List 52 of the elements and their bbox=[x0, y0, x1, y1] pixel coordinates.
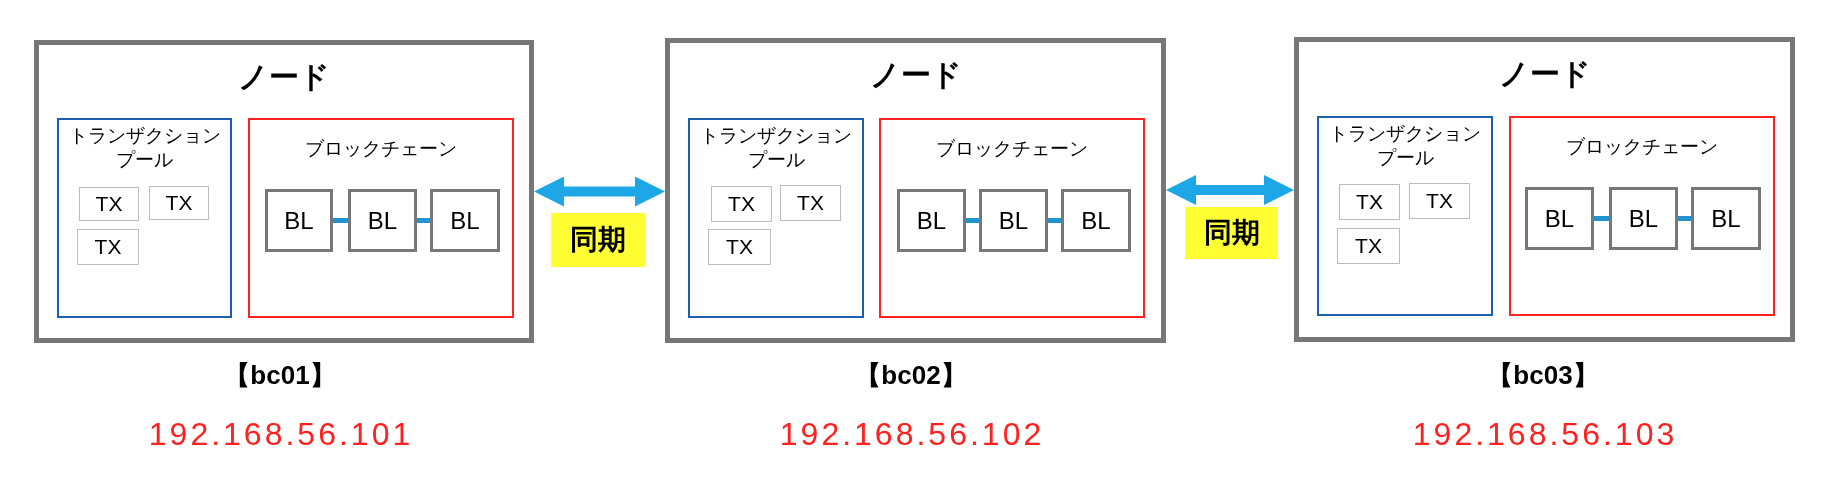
blockchain-box bbox=[1509, 116, 1775, 316]
ip-address: 192.168.56.102 bbox=[779, 414, 1045, 454]
transaction-box: TX bbox=[1409, 183, 1470, 219]
transaction-pool-box bbox=[57, 118, 232, 318]
double-arrow bbox=[1166, 175, 1294, 205]
connector-line bbox=[333, 218, 348, 223]
edge-label: 同期 bbox=[551, 213, 645, 267]
transaction-box: TX bbox=[1339, 184, 1400, 220]
block-box: BL bbox=[979, 189, 1048, 252]
pool-title: トランザクションプール bbox=[67, 124, 222, 172]
block-box: BL bbox=[1061, 189, 1131, 252]
block-box: BL bbox=[348, 189, 417, 252]
pool-title: トランザクションプール bbox=[1328, 122, 1482, 170]
block-box: BL bbox=[265, 189, 333, 252]
node-box bbox=[1294, 37, 1795, 342]
blockchain-title: ブロックチェーン bbox=[305, 137, 457, 161]
double-arrow bbox=[534, 176, 665, 207]
node-title: ノード bbox=[869, 57, 962, 93]
transaction-box: TX bbox=[780, 185, 841, 221]
ip-address: 192.168.56.101 bbox=[148, 414, 414, 454]
blockchain-box bbox=[879, 118, 1145, 318]
node-name-label: 【bc01】 bbox=[224, 360, 336, 392]
blockchain-title: ブロックチェーン bbox=[1566, 135, 1718, 159]
node-box bbox=[34, 40, 534, 343]
connector-line bbox=[417, 218, 430, 223]
node-box bbox=[665, 38, 1166, 343]
node-title: ノード bbox=[1498, 56, 1591, 92]
connector-line bbox=[1048, 218, 1061, 223]
blockchain-box bbox=[248, 118, 514, 318]
block-box: BL bbox=[1525, 187, 1594, 250]
connector-line bbox=[1678, 216, 1691, 221]
connector-line bbox=[966, 218, 979, 223]
node-name-label: 【bc03】 bbox=[1487, 360, 1599, 392]
connector-line bbox=[1594, 216, 1609, 221]
ip-address: 192.168.56.103 bbox=[1412, 414, 1678, 454]
block-box: BL bbox=[430, 189, 500, 252]
transaction-box: TX bbox=[149, 186, 209, 220]
transaction-box: TX bbox=[77, 229, 139, 265]
transaction-pool-box bbox=[1317, 116, 1493, 316]
transaction-box: TX bbox=[79, 187, 139, 221]
transaction-box: TX bbox=[711, 186, 772, 222]
transaction-pool-box bbox=[688, 118, 864, 318]
transaction-box: TX bbox=[1337, 228, 1400, 264]
block-box: BL bbox=[1609, 187, 1678, 250]
transaction-box: TX bbox=[708, 229, 771, 265]
pool-title: トランザクションプール bbox=[699, 124, 853, 172]
edge-label: 同期 bbox=[1185, 207, 1278, 259]
block-box: BL bbox=[1691, 187, 1761, 250]
node-title: ノード bbox=[238, 59, 330, 95]
block-box: BL bbox=[897, 189, 966, 252]
blockchain-title: ブロックチェーン bbox=[936, 137, 1088, 161]
node-name-label: 【bc02】 bbox=[855, 360, 967, 392]
